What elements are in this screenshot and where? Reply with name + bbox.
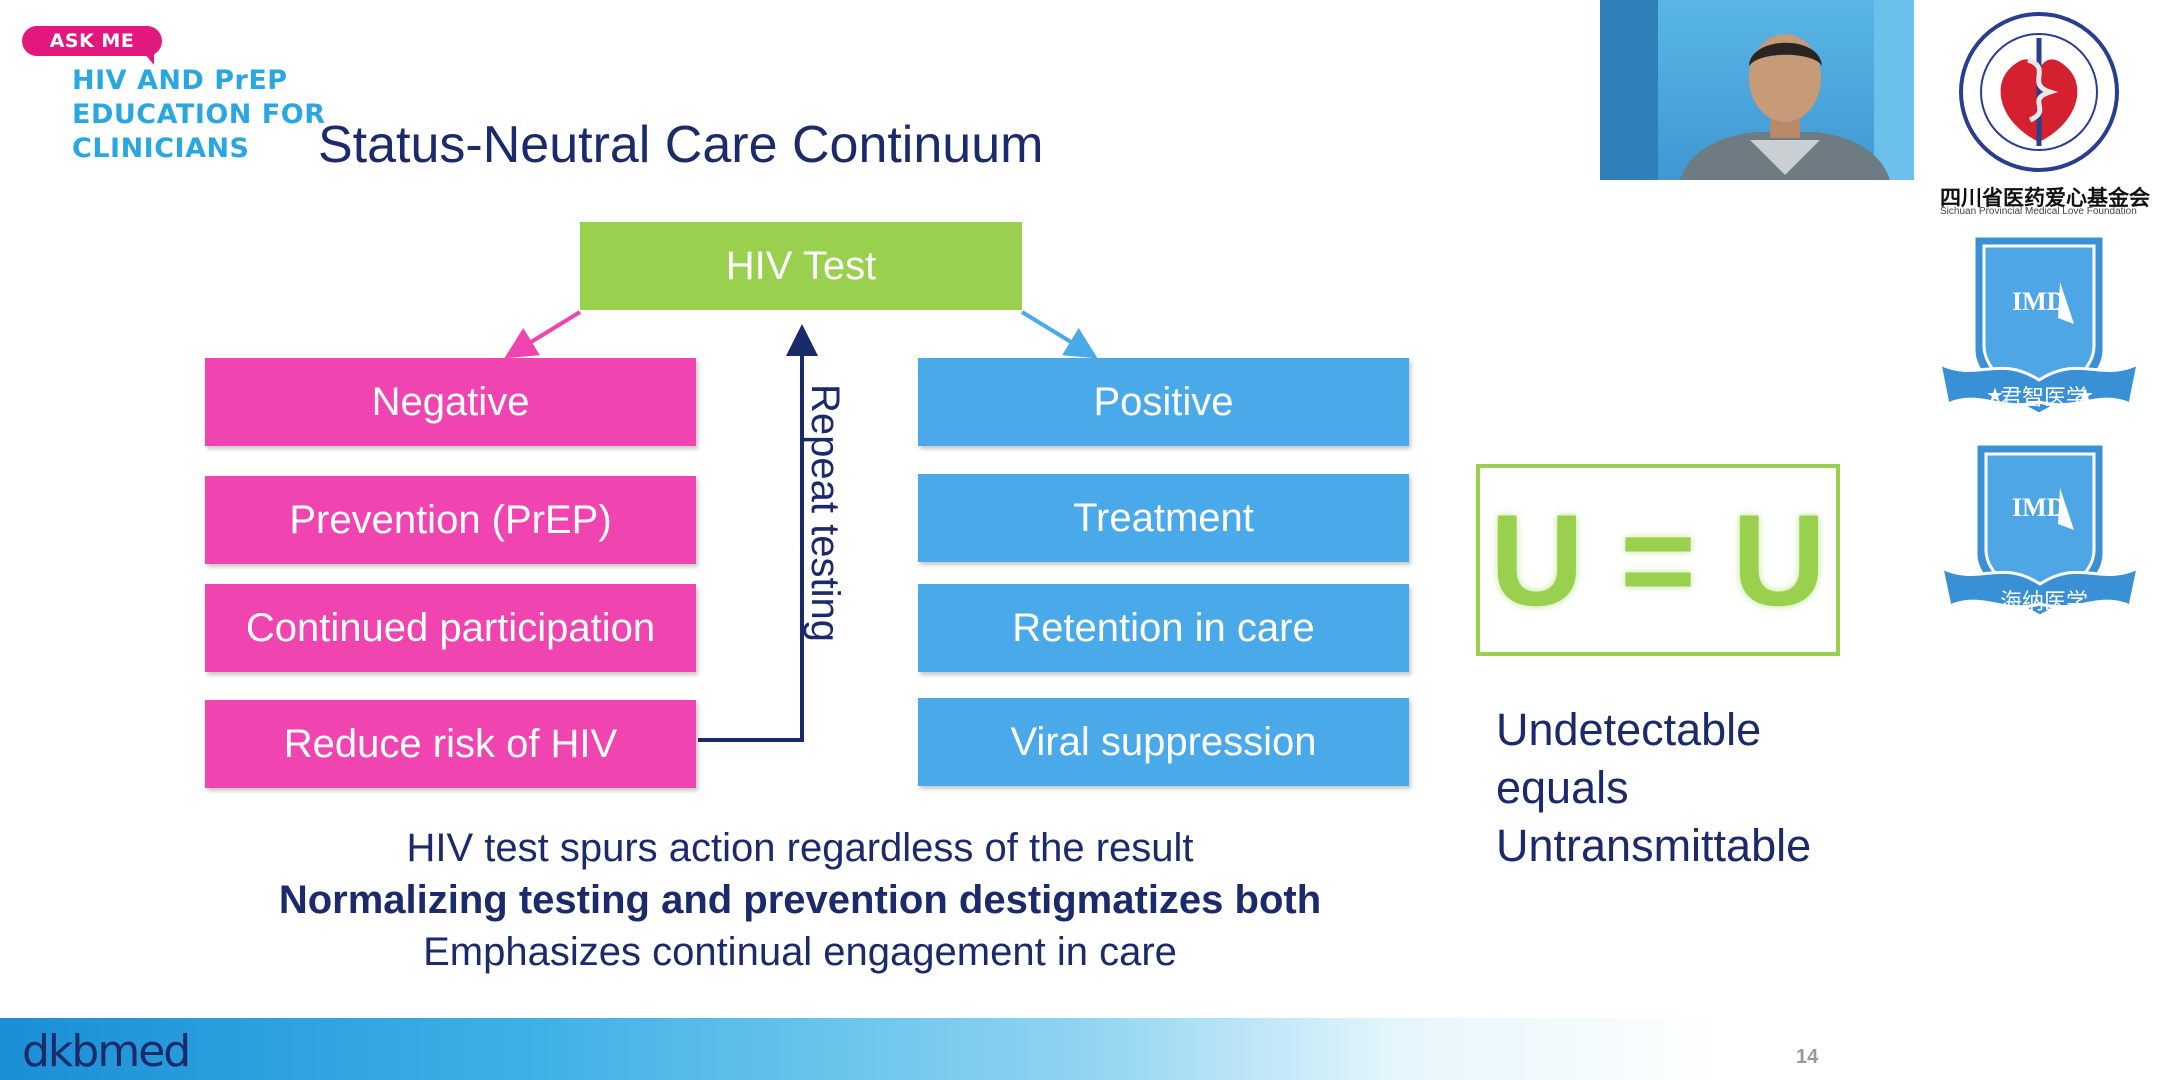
arrow-to-negative <box>504 310 582 359</box>
brand-line-1: HIV AND PrEP <box>72 65 288 96</box>
foundation-name: 四川省医药爱心基金会 <box>1940 187 2150 210</box>
svg-text:★: ★ <box>2076 383 2094 407</box>
speaker-video <box>1600 0 1914 180</box>
u-equals-u-text: U = U <box>1490 487 1826 633</box>
dkbmed-logo: dkbmed <box>22 1026 191 1077</box>
footer-bar <box>0 1018 2160 1080</box>
prevention-box: Prevention (PrEP) <box>205 476 696 564</box>
continued-participation-label: Continued participation <box>245 605 656 650</box>
positive-box: Positive <box>918 358 1409 446</box>
hiv-test-box: HIV Test <box>580 222 1022 310</box>
imd-badge-junzhi-ribbon: 君智医学 <box>2000 385 2089 410</box>
ask-me-about-text: ASK ME ABOUT <box>49 30 135 82</box>
uu-line-untransmittable: Untransmittable <box>1496 820 1812 871</box>
caption-line-2: Normalizing testing and prevention desti… <box>278 878 1322 922</box>
brand-line-2: EDUCATION FOR <box>72 99 326 130</box>
imd-badge-haina-ribbon: 海纳医学 <box>2000 589 2089 614</box>
slide-title: Status-Neutral Care Continuum <box>318 116 1044 174</box>
arrow-to-positive <box>1020 310 1098 359</box>
uu-line-equals: equals <box>1496 762 1629 813</box>
ask-me-about-badge: ASK ME ABOUT <box>22 26 162 82</box>
repeat-testing-label: Repeat testing <box>803 384 847 642</box>
continued-participation-box: Continued participation <box>205 584 696 672</box>
brand-line-3: CLINICIANS <box>72 133 250 164</box>
caption-line-1: HIV test spurs action regardless of the … <box>406 826 1194 870</box>
imd-badge-haina: IMD <box>1940 442 2140 618</box>
negative-box: Negative <box>205 358 696 446</box>
hiv-test-label: HIV Test <box>725 243 877 288</box>
svg-text:★: ★ <box>1986 383 2004 407</box>
caption-line-3: Emphasizes continual engagement in care <box>423 930 1177 974</box>
retention-label: Retention in care <box>1012 605 1315 650</box>
page-number: 14 <box>1796 1046 1819 1068</box>
foundation-english-name: Sichuan Provincial Medical Love Foundati… <box>1940 206 2137 217</box>
negative-label: Negative <box>371 379 530 424</box>
viral-suppression-label: Viral suppression <box>1010 719 1317 764</box>
retention-box: Retention in care <box>918 584 1409 672</box>
viral-suppression-box: Viral suppression <box>918 698 1409 786</box>
u-equals-u-box: U = U <box>1476 464 1840 656</box>
treatment-label: Treatment <box>1073 495 1254 540</box>
prevention-label: Prevention (PrEP) <box>289 497 612 542</box>
speaker-silhouette <box>1680 34 1890 180</box>
reduce-risk-box: Reduce risk of HIV <box>205 700 696 788</box>
positive-label: Positive <box>1093 379 1234 424</box>
foundation-seal-logo <box>1959 12 2119 172</box>
treatment-box: Treatment <box>918 474 1409 562</box>
svg-text:IMD: IMD <box>2012 493 2065 522</box>
repeat-testing-arrow <box>698 324 818 742</box>
uu-line-undetectable: Undetectable <box>1496 704 1762 755</box>
imd-badge-junzhi: IMD ★ ★ <box>1938 234 2140 416</box>
reduce-risk-label: Reduce risk of HIV <box>283 721 618 766</box>
svg-text:IMD: IMD <box>2012 287 2065 316</box>
